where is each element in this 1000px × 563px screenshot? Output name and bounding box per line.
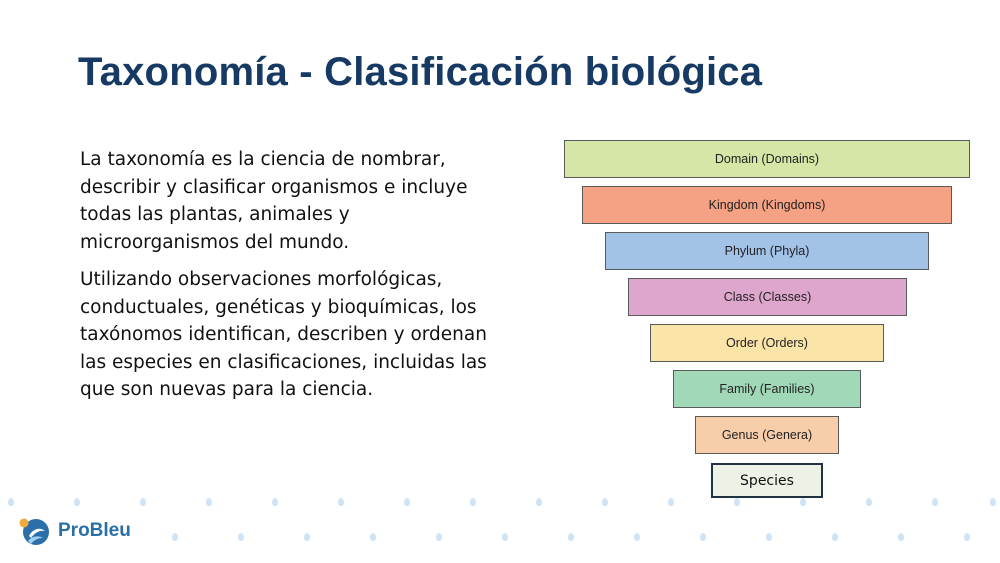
logo-icon — [19, 518, 49, 545]
paragraph-methods: Utilizando observaciones morfológicas, c… — [80, 269, 487, 400]
decorative-dot — [436, 533, 442, 541]
decorative-dot — [832, 533, 838, 541]
decorative-dot — [370, 533, 376, 541]
decorative-dot — [964, 533, 970, 541]
tier-order: Order (Orders) — [650, 324, 884, 362]
decorative-dot — [404, 498, 410, 506]
tier-species: Species — [711, 463, 823, 498]
decorative-dot — [304, 533, 310, 541]
decorative-dot — [734, 498, 740, 506]
decorative-dot — [766, 533, 772, 541]
decorative-dot — [700, 533, 706, 541]
decorative-dot — [272, 498, 278, 506]
decorative-dot — [536, 498, 542, 506]
decorative-dot — [338, 498, 344, 506]
tier-phylum: Phylum (Phyla) — [605, 232, 929, 270]
decorative-dot — [8, 498, 14, 506]
logo-wordmark: ProBleu — [58, 520, 131, 541]
decorative-dot — [470, 498, 476, 506]
tier-genus: Genus (Genera) — [695, 416, 839, 454]
decorative-dot — [602, 498, 608, 506]
decorative-dot — [932, 498, 938, 506]
decorative-dot — [800, 498, 806, 506]
body-text: La taxonomía es la ciencia de nombrar, d… — [80, 146, 510, 414]
decorative-dot — [206, 498, 212, 506]
tier-kingdom: Kingdom (Kingdoms) — [582, 186, 952, 224]
decorative-dot — [238, 533, 244, 541]
decorative-dot — [502, 533, 508, 541]
brand-logo: ProBleu — [16, 514, 131, 548]
decorative-dot — [140, 498, 146, 506]
decorative-dot — [866, 498, 872, 506]
decorative-dot — [634, 533, 640, 541]
decorative-dot — [668, 498, 674, 506]
page-title: Taxonomía - Clasificación biológica — [78, 50, 763, 94]
decorative-dot — [898, 533, 904, 541]
decorative-dot — [74, 498, 80, 506]
decorative-dot — [172, 533, 178, 541]
decorative-dot — [568, 533, 574, 541]
tier-class: Class (Classes) — [628, 278, 907, 316]
tier-family: Family (Families) — [673, 370, 861, 408]
decorative-dot — [990, 498, 996, 506]
paragraph-intro: La taxonomía es la ciencia de nombrar, d… — [80, 149, 468, 253]
tier-domain: Domain (Domains) — [564, 140, 970, 178]
